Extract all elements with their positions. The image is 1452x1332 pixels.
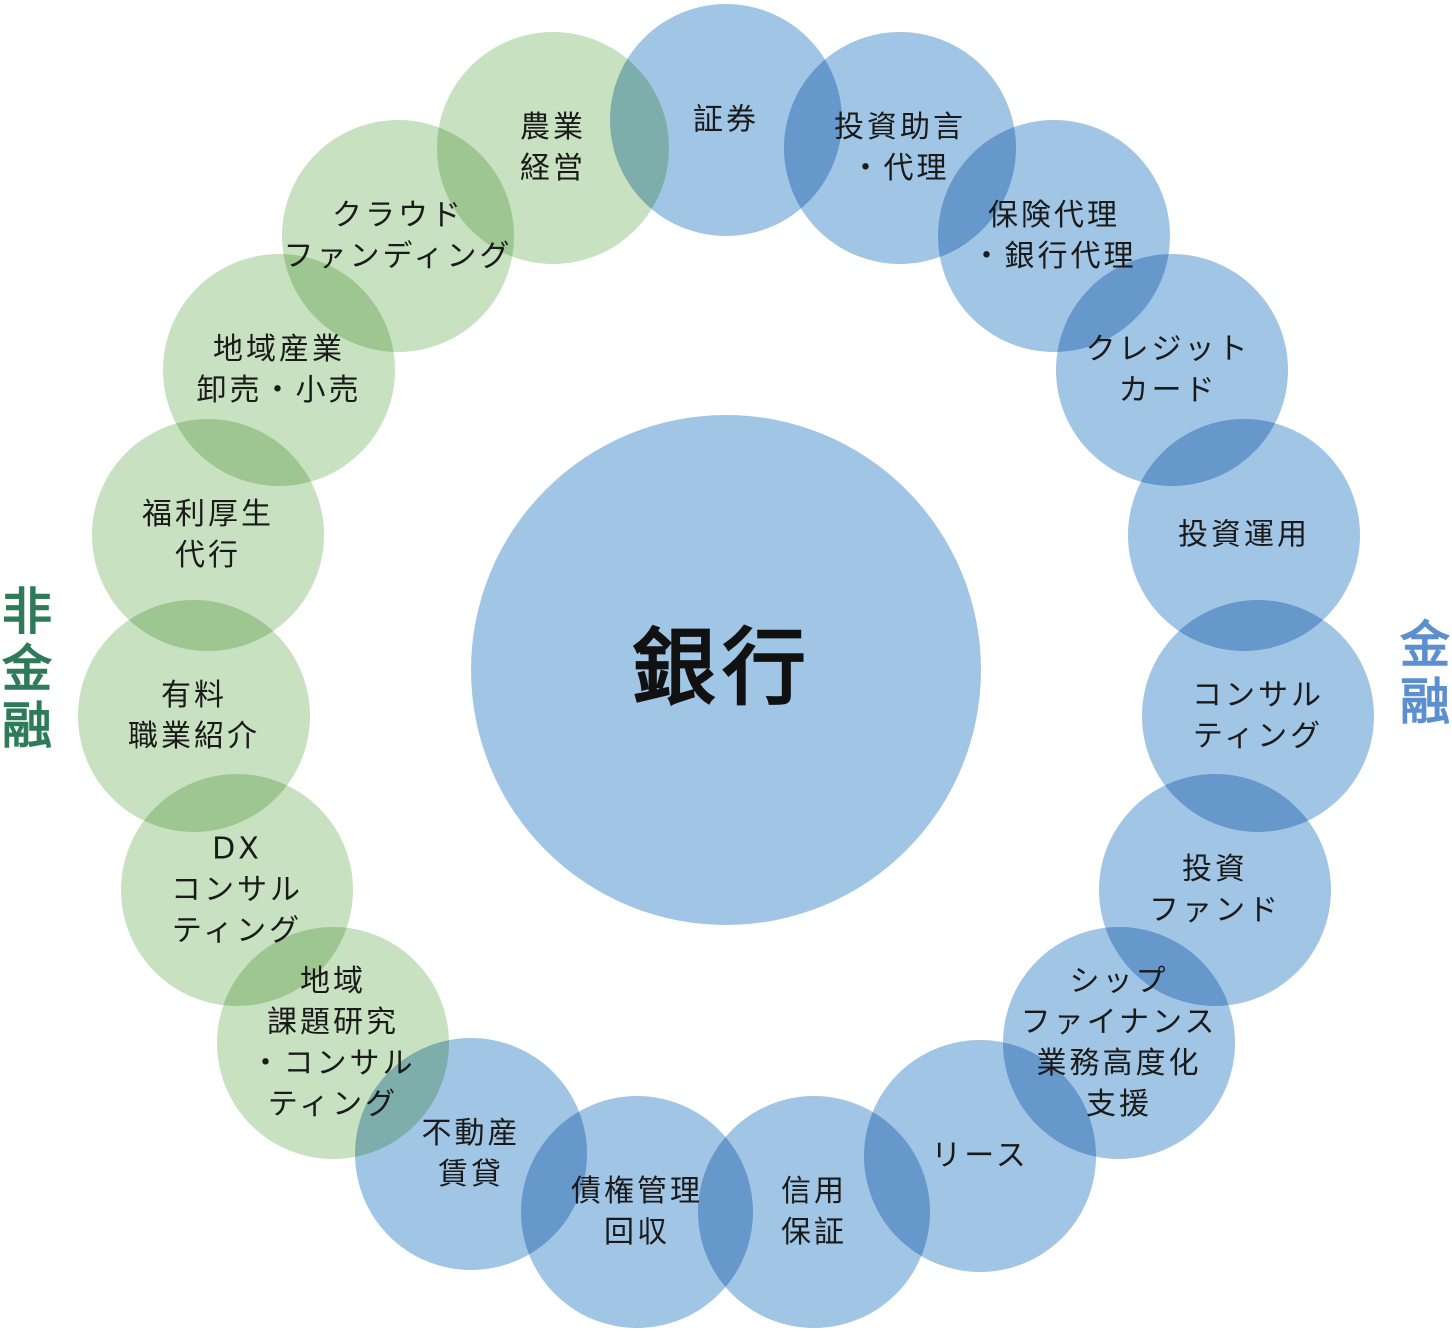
service-node-label: 地域産業 [213,332,345,367]
service-node-label: リース [931,1139,1029,1174]
service-node-label: ティング [268,1087,398,1122]
service-node-label: 支援 [1086,1087,1152,1122]
service-node-label: 有料 [161,678,227,713]
service-node-label: 投資 [1182,852,1248,887]
service-node-label: ファイナンス [1021,1005,1218,1040]
service-node-label: 証券 [693,103,759,138]
service-node-label: 業務高度化 [1037,1046,1202,1081]
service-node-label: 地域 [300,964,366,999]
center-circle [471,415,981,925]
service-node-circle-5 [1142,600,1374,832]
service-node-label: コンサル [1192,678,1324,713]
service-node-label: ティング [1193,719,1323,754]
service-node-label: カード [1119,373,1218,408]
side-label-char: 金 [2,640,53,698]
side-label-char: 金 [1400,616,1451,674]
center-label: 銀行 [632,619,812,717]
service-node-label: ・代理 [851,151,950,186]
service-node-label: 職業紹介 [128,719,260,754]
service-node-label: 回収 [604,1215,670,1250]
service-node-circle-0 [610,4,842,236]
service-node-label: ・コンサル [251,1046,416,1081]
service-node-label: 不動産 [422,1116,521,1151]
service-node-label: 福利厚生 [142,497,274,532]
service-node-circle-14 [78,600,310,832]
service-node-label: 投資運用 [1178,518,1310,553]
service-node-label: シップ [1070,964,1169,999]
service-node-label: 代行 [175,538,241,573]
service-node-circle-13 [121,774,353,1006]
service-node-label: 保証 [781,1215,847,1250]
service-node-label: 経営 [520,151,586,186]
service-node-label: 課題研究 [267,1005,399,1040]
service-node-label: ・銀行代理 [972,239,1137,274]
service-node-circle-4 [1128,419,1360,651]
side-label-char: 融 [1400,673,1450,731]
service-node-label: クラウド [332,198,464,233]
node-circles [78,4,1374,1328]
service-node-label: ティング [172,914,302,949]
service-node-label: 賃貸 [438,1157,504,1192]
service-node-circle-9 [698,1096,930,1328]
service-node-label: 保険代理 [988,198,1120,233]
service-node-label: 農業 [520,110,586,145]
service-node-circle-18 [437,32,669,264]
service-node-label: クレジット [1086,332,1251,367]
node-labels: 証券投資助言・代理保険代理・銀行代理クレジットカード投資運用コンサルティング投資… [128,103,1324,1251]
side-label-char: 非 [2,583,52,641]
service-node-label: 投資助言 [834,110,966,145]
service-node-label: ファンド [1149,893,1281,928]
service-node-label: 卸売・小売 [197,373,362,408]
financial-side-label: 金融 [1400,616,1451,731]
service-node-label: 信用 [781,1174,847,1209]
service-node-label: ファンディング [284,239,513,274]
service-node-label: 債権管理 [571,1174,703,1209]
side-label-char: 融 [2,697,52,755]
service-node-label: DX [212,832,262,867]
non-financial-side-label: 非金融 [2,583,53,755]
service-node-label: コンサル [171,873,303,908]
